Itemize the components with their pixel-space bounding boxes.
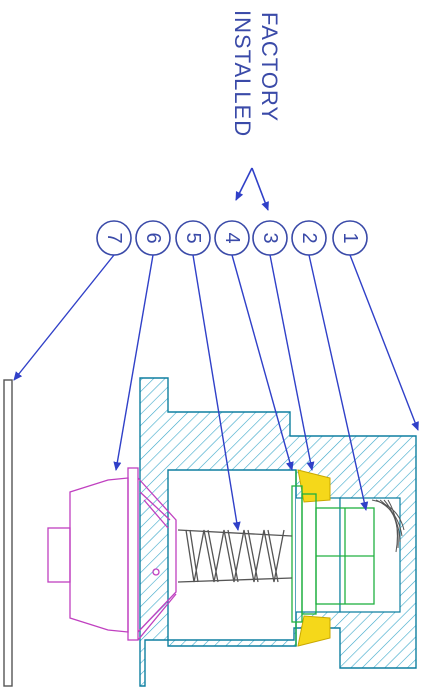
balloon-6-label: 6 (142, 232, 164, 243)
valve-insert (291, 470, 375, 646)
balloon-7-label: 7 (103, 232, 125, 243)
balloon-3-label: 3 (259, 232, 281, 243)
balloon-2-label: 2 (298, 232, 320, 243)
balloon-4: 4 (214, 220, 250, 256)
leader-lines (13, 254, 419, 531)
balloon-4-label: 4 (221, 232, 243, 243)
balloon-6: 6 (135, 220, 171, 256)
balloon-5-label: 5 (182, 232, 204, 243)
gasket-plate (3, 379, 13, 687)
balloon-7: 7 (96, 220, 132, 256)
callout-arrows (235, 167, 269, 211)
spring (177, 529, 293, 583)
balloon-1: 1 (332, 220, 368, 256)
balloon-group: 1 2 3 4 5 6 7 (96, 220, 368, 256)
housing-section (139, 377, 417, 687)
thermostat-element (47, 467, 177, 641)
balloon-2: 2 (291, 220, 327, 256)
balloon-3: 3 (252, 220, 288, 256)
balloon-1-label: 1 (339, 232, 361, 243)
balloon-5: 5 (175, 220, 211, 256)
